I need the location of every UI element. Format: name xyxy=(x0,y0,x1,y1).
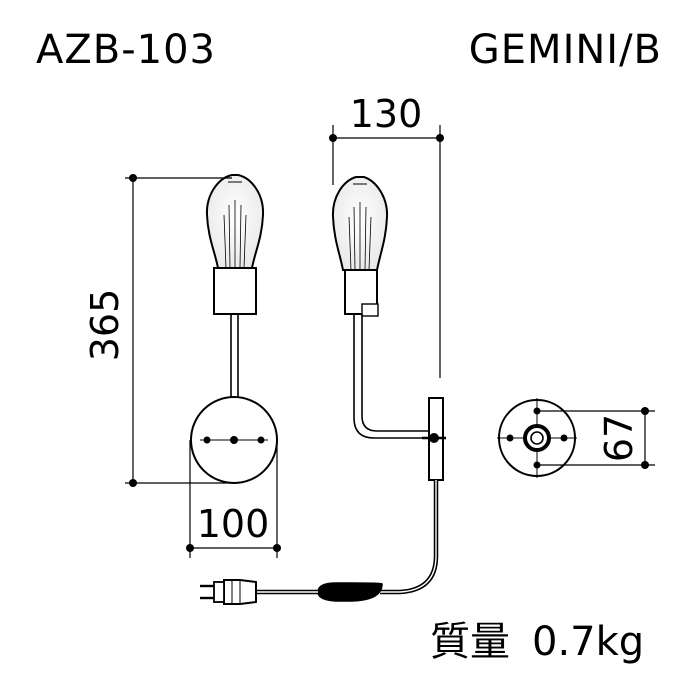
depth-dimension xyxy=(329,125,444,378)
side-arm xyxy=(353,314,430,439)
side-bulb xyxy=(331,176,389,271)
back-view xyxy=(497,398,577,478)
weight-info: 質量 0.7kg xyxy=(430,622,644,662)
height-value: 365 xyxy=(83,289,127,362)
front-view xyxy=(190,174,278,484)
front-bulb xyxy=(205,174,265,269)
side-inline-switch xyxy=(317,582,383,602)
side-view xyxy=(200,176,446,605)
depth-value: 130 xyxy=(350,92,423,136)
height-dimension xyxy=(125,174,232,487)
mount-spacing-value: 67 xyxy=(597,414,641,462)
side-power-cord xyxy=(380,480,439,595)
weight-label: 質量 xyxy=(430,619,510,665)
side-plug xyxy=(200,579,257,605)
product-name: GEMINI/B xyxy=(468,27,662,73)
base-width-dimension xyxy=(186,440,281,558)
front-socket xyxy=(213,267,257,315)
model-code: AZB-103 xyxy=(36,27,216,73)
base-width-value: 100 xyxy=(197,502,270,546)
weight-value: 0.7kg xyxy=(532,619,645,665)
mount-spacing-dimension xyxy=(537,407,655,469)
